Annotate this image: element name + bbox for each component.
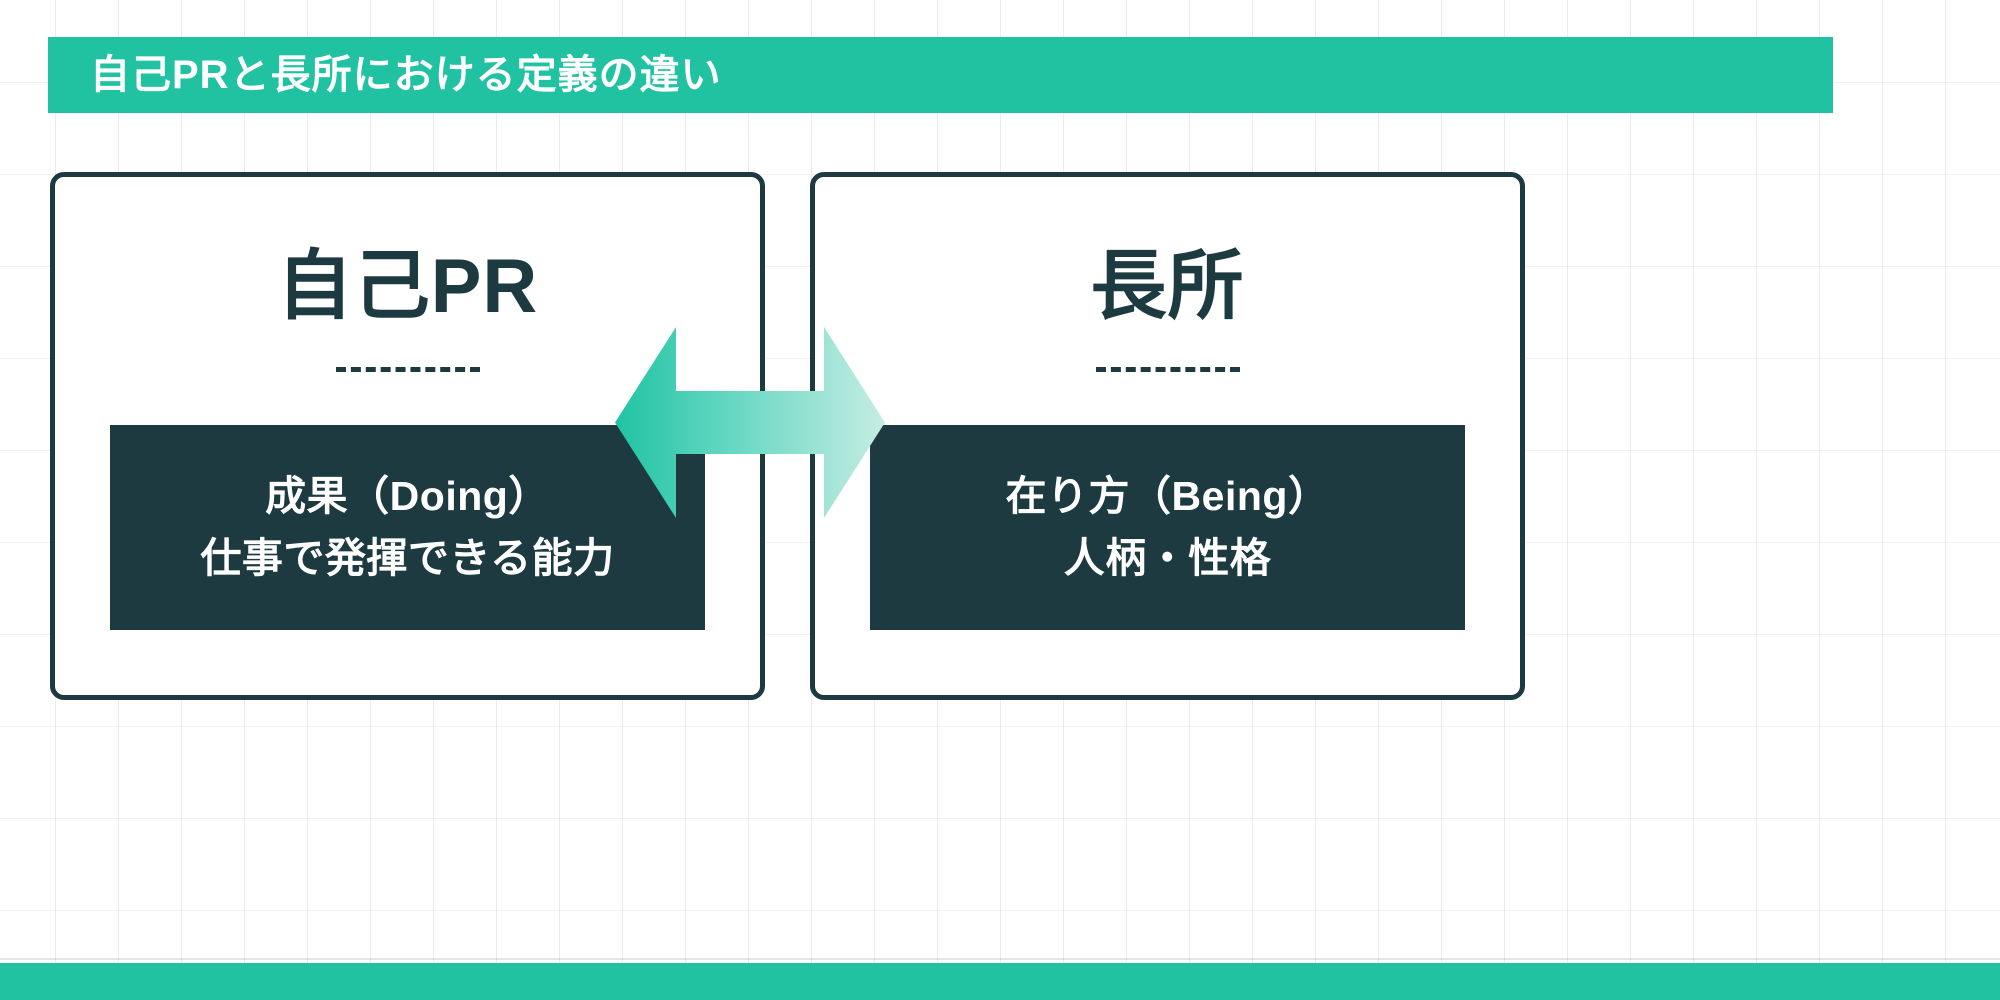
card-heading: 長所 [1090,244,1245,329]
definition-line-secondary: 人柄・性格 [1063,534,1272,581]
card-strength: 長所 在り方（Being） 人柄・性格 [810,172,1525,700]
dashed-rule-icon [335,367,480,372]
definition-line-primary: 在り方（Being） [1005,473,1330,520]
definition-panel: 成果（Doing） 仕事で発揮できる能力 [110,425,705,630]
title-banner: 自己PRと長所における定義の違い [48,37,1833,113]
card-heading: 自己PR [276,244,539,329]
bottom-divider [0,958,2000,960]
bottom-accent-bar [0,963,2000,1000]
page-title: 自己PRと長所における定義の違い [90,53,722,97]
definition-line-secondary: 仕事で発揮できる能力 [200,534,615,581]
card-self-pr: 自己PR 成果（Doing） 仕事で発揮できる能力 [50,172,765,700]
definition-panel: 在り方（Being） 人柄・性格 [870,425,1465,630]
definition-line-primary: 成果（Doing） [265,473,550,520]
dashed-rule-icon [1095,367,1240,372]
